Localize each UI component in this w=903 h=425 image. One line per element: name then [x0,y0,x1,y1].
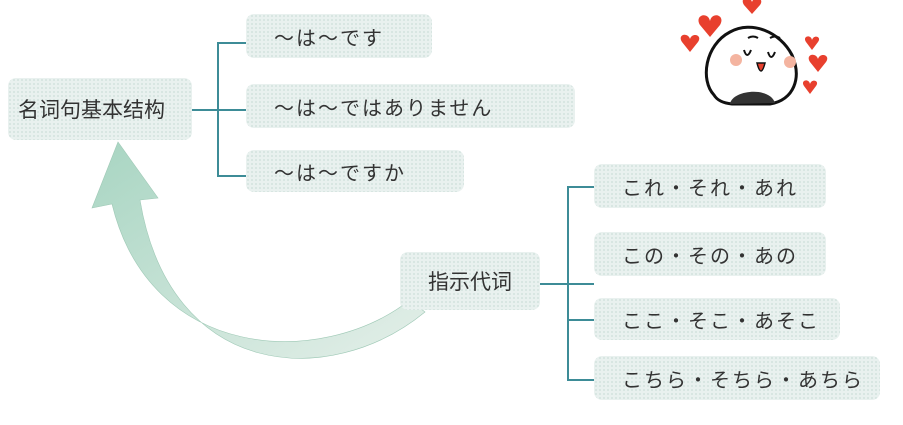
connector [567,319,594,321]
child-node-label: ～は～ですか [274,160,406,185]
demo-child-label: この・その・あの [622,243,798,268]
rice-ball-mascot-sticker [680,0,828,106]
connector [217,42,247,44]
child-node-label: ～は～ではありません [274,95,494,120]
root-node: 名词句基本结构 [8,78,192,140]
connector [192,109,248,111]
connector [217,175,247,177]
demo-node-label: 指示代词 [428,270,512,294]
demo-child-node: これ・それ・あれ [594,164,826,208]
child-node: ～は～ですか [246,150,464,192]
demo-child-node: ここ・そこ・あそこ [594,298,840,340]
demo-child-node: こちら・そちら・あちら [594,356,880,400]
demo-child-node: この・その・あの [594,232,826,276]
demo-child-label: これ・それ・あれ [622,175,798,200]
child-node-label: ～は～です [274,25,384,50]
connector [567,186,594,188]
connector [567,379,594,381]
child-node: ～は～です [246,14,432,58]
root-node-label: 名词句基本结构 [18,98,165,122]
demo-node: 指示代词 [400,252,540,310]
connector [567,186,569,381]
connector [217,42,219,176]
demo-child-label: ここ・そこ・あそこ [622,308,820,333]
child-node: ～は～ではありません [246,84,575,128]
demo-child-label: こちら・そちら・あちら [622,367,864,392]
